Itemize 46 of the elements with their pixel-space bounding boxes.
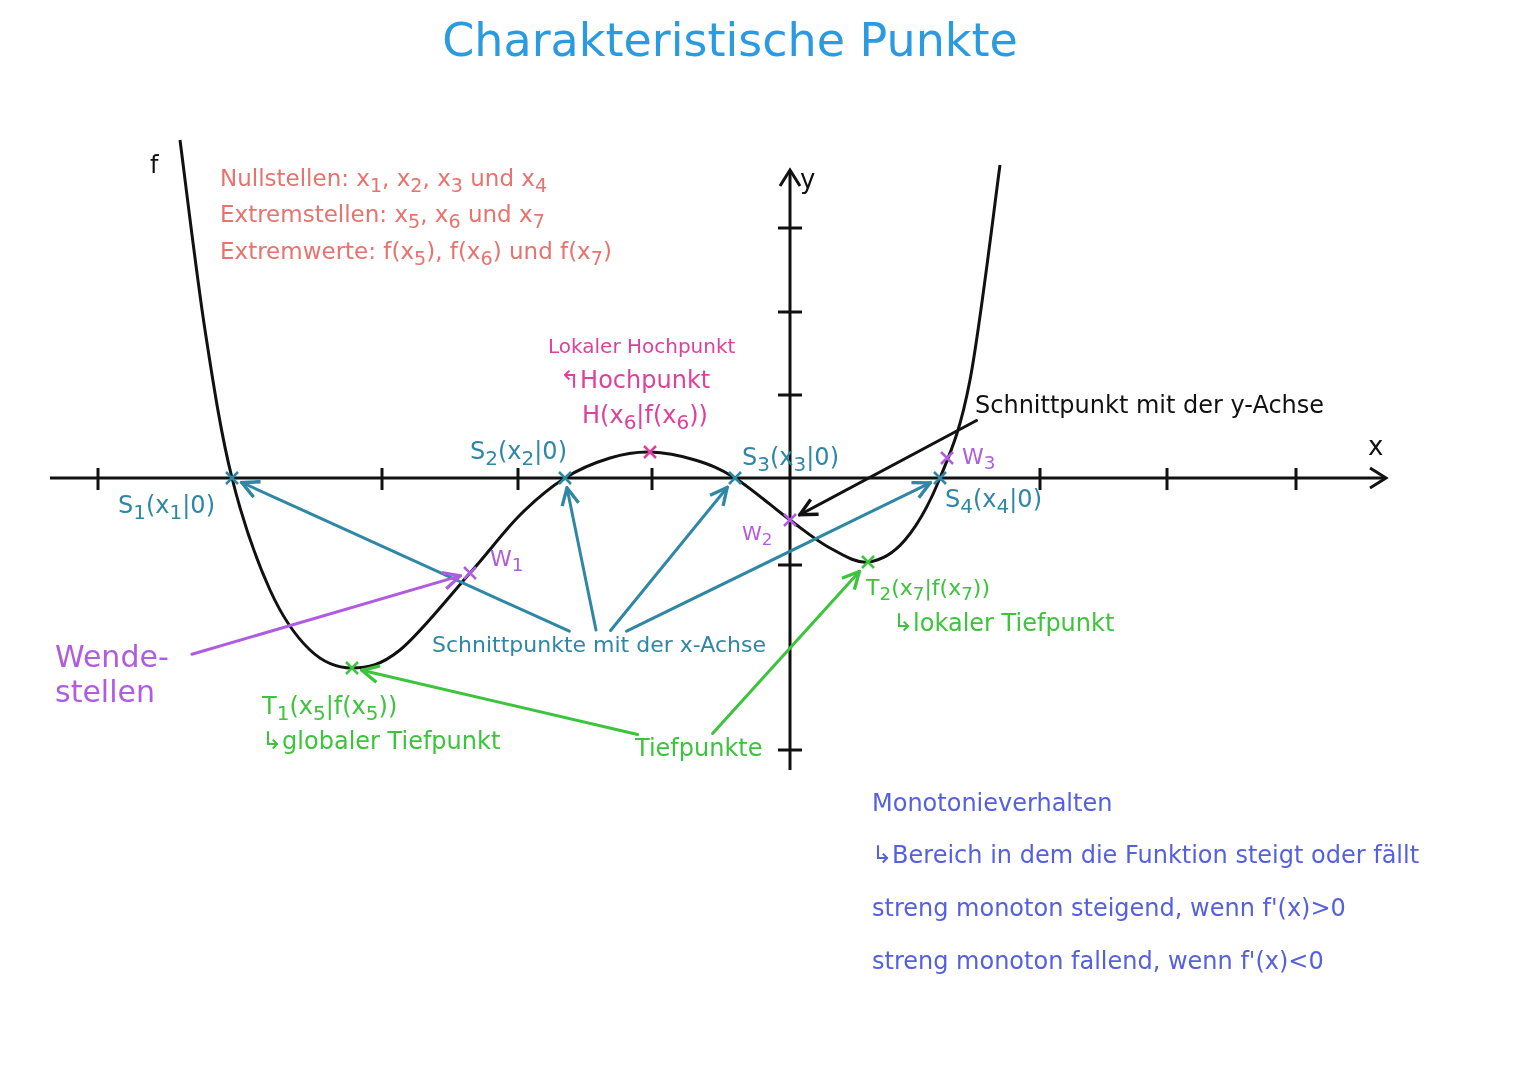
point-label: ↳globaler Tiefpunkt (262, 728, 501, 756)
axis-label: y (800, 165, 816, 195)
callout-text: Schnittpunkt mit der y-Achse (975, 392, 1325, 420)
cross-mark (462, 565, 478, 581)
point-label: S$_{4}$(x$_{4}$|0) (945, 486, 1042, 518)
note-text: Monotonieverhalten (872, 790, 1113, 818)
arrow (360, 664, 640, 736)
callout-text: Wende- stellen (55, 640, 190, 709)
axis-label: x (1368, 432, 1384, 462)
note-text: Extremwerte: f(x$_{5}$), f(x$_{6}$) und f(x$_{7}$) (220, 238, 612, 270)
cross-mark (939, 450, 955, 466)
point-label: ↳lokaler Tiefpunkt (893, 610, 1115, 638)
arrow (711, 569, 862, 735)
cross-mark (224, 470, 240, 486)
point-label: W$_{1}$ (490, 546, 524, 576)
callout-text: Tiefpunkte (635, 735, 763, 763)
point-label: ↰Hochpunkt (560, 367, 711, 395)
cross-mark (932, 470, 948, 486)
arrow (625, 480, 932, 633)
point-label: S$_{1}$(x$_{1}$|0) (118, 492, 215, 524)
arrow (560, 486, 598, 632)
arrow (240, 480, 571, 633)
point-label: T$_{1}$(x$_{5}$|f(x$_{5}$)) (262, 693, 398, 725)
cross-mark (727, 470, 743, 486)
point-label: W$_{3}$ (962, 444, 996, 474)
cross-mark (860, 554, 876, 570)
cross-mark (557, 470, 573, 486)
note-text: ↳Bereich in dem die Funktion steigt oder fällt (872, 842, 1420, 870)
point-label: H(x$_{6}$|f(x$_{6}$)) (582, 402, 708, 434)
note-text: streng monoton steigend, wenn f'(x)>0 (872, 895, 1346, 923)
note-text: Extremstellen: x$_{5}$, x$_{6}$ und x$_{7}$ (220, 201, 545, 233)
axis-label: f (150, 152, 159, 180)
point-label: Lokaler Hochpunkt (548, 335, 736, 358)
note-text: streng monoton fallend, wenn f'(x)<0 (872, 948, 1324, 976)
arrow (190, 570, 462, 656)
cross-mark (782, 512, 798, 528)
arrow (609, 485, 729, 632)
cross-mark (642, 444, 658, 460)
callout-text: Schnittpunkte mit der x-Achse (432, 632, 766, 658)
point-label: W$_{2}$ (742, 522, 773, 550)
point-label: T$_{2}$(x$_{7}$|f(x$_{7}$)) (866, 575, 990, 605)
arrow (798, 419, 978, 517)
note-text: Nullstellen: x$_{1}$, x$_{2}$, x$_{3}$ und x$_{4}$ (220, 165, 548, 197)
cross-mark (344, 660, 360, 676)
title: Charakteristische Punkte (441, 14, 1019, 67)
point-label: S$_{2}$(x$_{2}$|0) (470, 438, 567, 470)
